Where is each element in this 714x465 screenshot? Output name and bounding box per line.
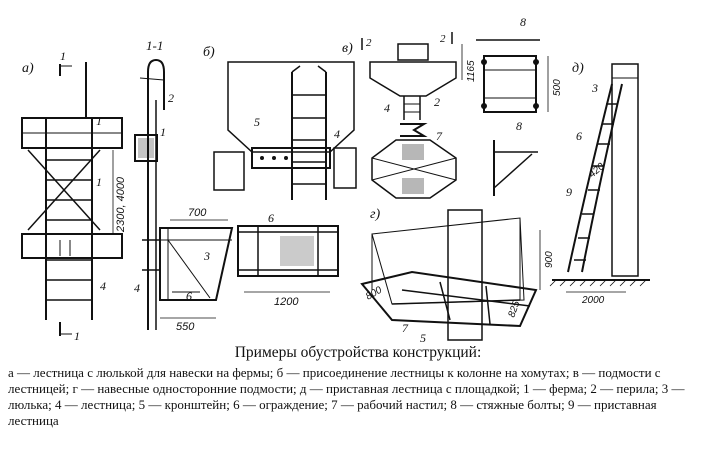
callout-a-1-mid: 1 [96, 175, 102, 189]
dim-800: 800 [364, 285, 384, 303]
caption-title: Примеры обустройства конструкций: [234, 344, 482, 361]
panel-d-leaning-ladder-with-platform: д) 2000 420 3 6 9 [549, 61, 650, 306]
panel-label-v: в) [342, 41, 353, 56]
construction-figure: а) 1 2300, 4000 1 1 [21, 15, 650, 345]
panel-v-scaffold-with-ladder: в) 2 2 1165 4 2 7 [342, 32, 477, 199]
section-label: 1-1 [146, 38, 163, 53]
dim-700: 700 [188, 207, 207, 219]
callout-v-7: 7 [436, 129, 443, 143]
cut-mark-2-left: 2 [366, 37, 372, 49]
callout-d-3: 3 [591, 81, 598, 95]
callout-a-1-top: 1 [96, 114, 102, 128]
fence-detail: 6 1200 [237, 211, 339, 308]
figure-caption: Примеры обустройства конструкций: а — ле… [8, 344, 708, 429]
cradle-detail: 700 550 3 6 [159, 207, 234, 333]
callout-f-6: 6 [268, 211, 274, 225]
dim-900: 900 [544, 251, 555, 268]
callout-s-4: 4 [134, 281, 140, 295]
panel-label-d: д) [572, 61, 584, 76]
dim-825: 825 [506, 299, 522, 319]
dim-2000: 2000 [581, 295, 605, 306]
cut-mark-1-top: 1 [60, 49, 66, 63]
callout-d-9: 9 [566, 185, 572, 199]
panel-g-hanging-scaffold: г) 900 800 825 7 5 [360, 207, 555, 345]
callout-s-1: 1 [160, 125, 166, 139]
panel-b-ladder-on-column: б) 5 4 [203, 45, 357, 200]
cut-mark-2-right: 2 [440, 33, 446, 45]
callout-a-4: 4 [100, 279, 106, 293]
callout-d-6: 6 [576, 129, 582, 143]
panel-label-g: г) [370, 207, 380, 222]
callout-8-bottom: 8 [516, 119, 522, 133]
callout-v-4: 4 [384, 101, 390, 115]
bolt-detail: 8 500 8 [476, 15, 563, 196]
callout-c-3: 3 [203, 249, 210, 263]
callout-b-4: 4 [334, 127, 340, 141]
dim-2300-4000: 2300, 4000 [115, 176, 127, 233]
callout-v-2: 2 [434, 95, 440, 109]
callout-s-2: 2 [168, 91, 174, 105]
dim-500: 500 [552, 79, 563, 96]
callout-8-top: 8 [520, 15, 526, 29]
caption-text: а — лестница с люлькой для навески на фе… [8, 365, 685, 428]
panel-label-a: а) [22, 61, 34, 76]
cut-mark-1-bottom: 1 [74, 329, 80, 343]
dim-1165: 1165 [466, 60, 477, 82]
section-1-1: 1-1 2 1 4 [134, 38, 174, 330]
panel-a-ladder-with-cradle: а) 1 2300, 4000 1 1 [21, 49, 127, 343]
callout-b-5: 5 [254, 115, 260, 129]
callout-c-6: 6 [186, 289, 192, 303]
panel-label-b: б) [203, 45, 215, 60]
callout-g-5: 5 [420, 331, 426, 345]
dim-550: 550 [176, 321, 195, 333]
dim-1200: 1200 [274, 296, 299, 308]
callout-g-7: 7 [402, 321, 409, 335]
